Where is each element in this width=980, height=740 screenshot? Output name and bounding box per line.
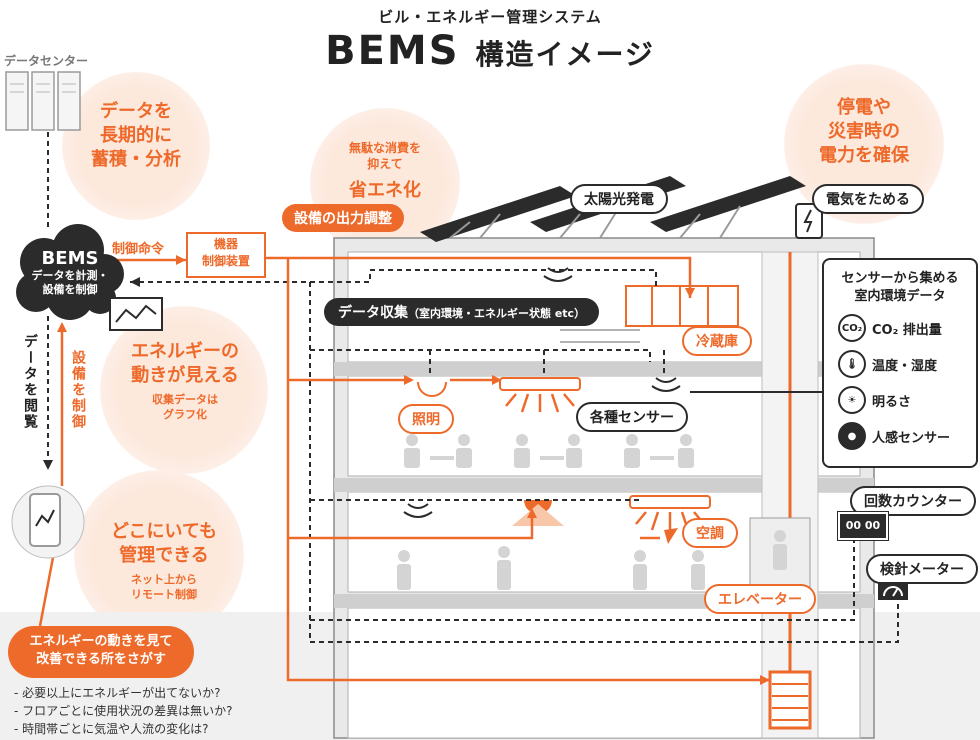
data-lines <box>47 132 899 643</box>
meter-icon <box>878 580 908 600</box>
bems-cloud <box>16 224 124 320</box>
sensor-icon <box>403 267 681 518</box>
person-icon: ● <box>838 422 866 450</box>
data-collect-main: データ収集 <box>338 305 408 321</box>
counter-display: 00 00 <box>837 511 889 541</box>
bems-desc: データを計測・ 設備を制御 <box>31 269 109 296</box>
storage-text: データを 長期的に 蓄積・分析 <box>91 101 181 170</box>
solar-supports <box>449 205 741 239</box>
lighting-label: 照明 <box>398 404 454 434</box>
legend-item: ☀ 明るさ <box>838 386 976 414</box>
fridge-icon <box>625 285 739 327</box>
bems-name: BEMS <box>41 248 99 269</box>
eco-small-text: 無駄な消費を 抑えて <box>348 141 421 171</box>
co2-icon: CO₂ <box>838 314 866 342</box>
output-adjust-label: 設備の出力調整 <box>282 204 404 232</box>
legend-item: CO₂ CO₂ 排出量 <box>838 314 976 342</box>
anywhere-main-text: どこにいても 管理できる <box>110 521 218 566</box>
graph-icon <box>109 297 163 331</box>
anywhere-bubble <box>74 470 244 640</box>
legend-item-label: 明るさ <box>872 394 912 410</box>
legend-item: ● 人感センサー <box>838 422 976 450</box>
legend-item-label: CO₂ 排出量 <box>872 322 942 338</box>
sensor-legend: センサーから集める 室内環境データ CO₂ CO₂ 排出量 🌡 温度・湿度 ☀ … <box>822 258 978 468</box>
improve-callout: エネルギーの動きを見て 改善できる所をさがす <box>8 626 194 678</box>
lamp-icon <box>417 381 447 397</box>
title-sub: 構造イメージ <box>475 38 655 71</box>
subtitle: ビル・エネルギー管理システム <box>378 8 602 26</box>
counter-label: 回数カウンター <box>850 486 976 516</box>
visible-main-text: エネルギーの 動きが見える <box>131 341 239 386</box>
storage-bubble <box>62 72 210 220</box>
bullet-item: - フロアごとに使用状況の差異は無いか? <box>14 704 233 718</box>
elevator-car <box>768 670 812 730</box>
device-controller-box[interactable]: 機器 制御装置 <box>186 232 266 278</box>
visible-sub-text: 収集データは グラフ化 <box>152 393 218 421</box>
data-collect-label: データ収集（室内環境・エネルギー状態 etc） <box>324 298 600 326</box>
bems-box[interactable]: BEMS データを計測・ 設備を制御 <box>10 228 130 314</box>
bullet-item: - 必要以上にエネルギーが出てないか? <box>14 686 221 700</box>
elevator-label: エレベーター <box>704 584 816 614</box>
sensors-label: 各種センサー <box>576 402 688 432</box>
people-walking <box>397 530 787 590</box>
page-title: BEMS 構造イメージ <box>0 28 980 74</box>
legend-item-label: 人感センサー <box>872 430 951 446</box>
slab <box>334 478 874 492</box>
people-meeting <box>404 434 694 468</box>
title-main: BEMS <box>325 28 460 74</box>
sun-icon: ☀ <box>838 386 866 414</box>
datacenter-label: データセンター <box>4 54 89 68</box>
thermometer-icon: 🌡 <box>838 350 866 378</box>
view-data-label: データを閲覧 <box>22 334 38 430</box>
legend-item: 🌡 温度・湿度 <box>838 350 976 378</box>
bullet-item: - 時間帯ごとに気温や人流の変化は? <box>14 722 209 736</box>
server-icon <box>5 71 81 131</box>
store-power-label: 電気をためる <box>812 184 924 214</box>
control-equipment-label: 設備を制御 <box>70 350 86 430</box>
improve-bullets: - 必要以上にエネルギーが出てないか? - フロアごとに使用状況の差異は無いか?… <box>14 684 233 738</box>
power-outage-text: 停電や 災害時の 電力を確保 <box>819 97 909 166</box>
aircon-label: 空調 <box>682 518 738 548</box>
solar-label: 太陽光発電 <box>570 184 668 214</box>
fridge-label: 冷蔵庫 <box>682 326 752 356</box>
legend-title: センサーから集める 室内環境データ <box>841 271 959 304</box>
visible-bubble <box>100 306 268 474</box>
legend-item-label: 温度・湿度 <box>872 358 938 374</box>
aircon-icon <box>499 377 711 509</box>
eco-big-text: 省エネ化 <box>349 180 421 201</box>
anywhere-sub-text: ネット上から リモート制御 <box>131 573 197 601</box>
control-command-label: 制御命令 <box>112 242 165 257</box>
meter-label: 検針メーター <box>866 554 978 584</box>
data-collect-detail: （室内環境・エネルギー状態 etc） <box>408 307 586 320</box>
slab <box>334 362 874 376</box>
